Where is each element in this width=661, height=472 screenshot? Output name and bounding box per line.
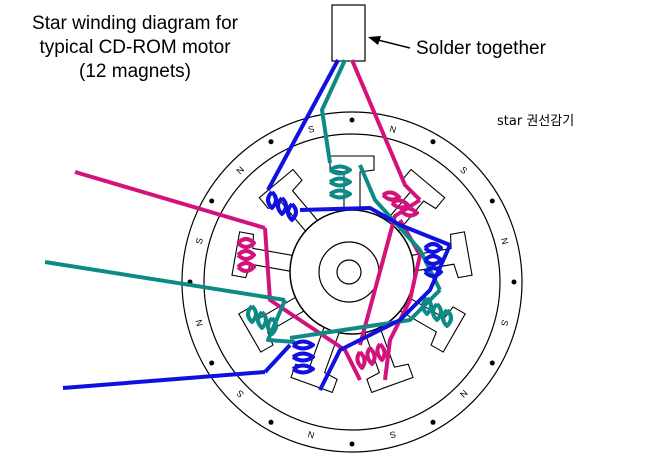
title-line-2: typical CD-ROM motor bbox=[39, 37, 231, 58]
magnet-pole-label: N bbox=[458, 388, 470, 400]
magnet-boundary-dot bbox=[209, 360, 215, 366]
magnet-boundary-dot bbox=[209, 198, 215, 204]
magnet-pole-label: S bbox=[499, 319, 510, 327]
magnet-boundary-dot bbox=[430, 419, 436, 425]
hub-outer bbox=[289, 209, 415, 335]
magnet-pole-label: N bbox=[194, 318, 205, 327]
magnet-boundary-dot bbox=[511, 279, 517, 285]
magnet-boundary-dot bbox=[349, 117, 355, 123]
magnet-boundary-dot bbox=[489, 360, 495, 366]
title-line-3: (12 magnets) bbox=[79, 61, 191, 82]
magnet-pole-label: N bbox=[234, 164, 246, 176]
magnet-pole-label: S bbox=[194, 237, 205, 245]
magnet-pole-label: N bbox=[388, 124, 397, 135]
arrow-icon bbox=[368, 36, 411, 49]
magnet-pole-label: S bbox=[458, 165, 469, 176]
solder-junction-box bbox=[331, 4, 366, 62]
rotor-inner-ring bbox=[203, 133, 501, 431]
korean-note: star 권선감기 bbox=[497, 114, 575, 129]
magnet-boundary-dot bbox=[430, 139, 436, 145]
magnet-pole-label: S bbox=[307, 124, 315, 135]
magnet-pole-label: N bbox=[307, 429, 316, 440]
magnet-pole-label: S bbox=[389, 429, 397, 440]
magnet-pole-labels: N S N S N S N S N S N S bbox=[194, 124, 511, 441]
magnet-pole-label: N bbox=[499, 237, 510, 246]
magnet-boundary-dot bbox=[268, 419, 274, 425]
magnet-boundary-dot bbox=[489, 198, 495, 204]
title-line-1: Star winding diagram for bbox=[32, 13, 238, 34]
solder-label: Solder together bbox=[416, 38, 546, 59]
stator-tooth bbox=[399, 296, 466, 353]
magnet-pole-label: S bbox=[235, 388, 246, 399]
phase-blue-wire bbox=[62, 59, 452, 391]
phase-magenta-wire bbox=[74, 59, 422, 381]
magnet-boundary-dot bbox=[268, 139, 274, 145]
hub-shaft bbox=[336, 259, 362, 285]
magnet-boundary-dot bbox=[349, 441, 355, 447]
